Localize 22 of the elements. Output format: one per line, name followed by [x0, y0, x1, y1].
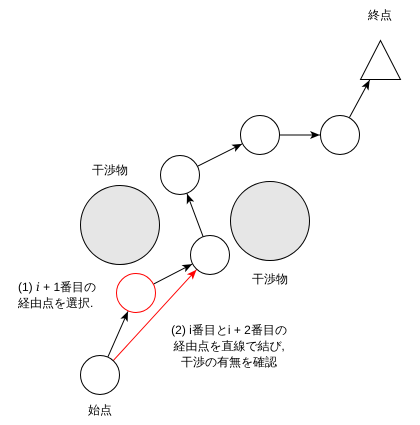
arrow [153, 264, 193, 284]
waypoint-circle [160, 155, 200, 195]
arrow [280, 131, 320, 139]
step-note: (1) i + 1番目の経由点を選択. [18, 279, 98, 311]
obstacle-circle [80, 185, 160, 265]
point-label: 始点 [87, 402, 113, 418]
arrow [108, 310, 128, 358]
obstacle-circle [230, 181, 310, 261]
point-label: 終点 [367, 7, 393, 23]
arrow [349, 80, 370, 118]
arrow [113, 269, 197, 361]
step-note: (2) i番目とi + 2番目の経由点を直線で結び,干渉の有無を確認 [170, 322, 288, 370]
obstacle-label: 干渉物 [251, 271, 289, 287]
arrow [197, 143, 243, 167]
arrow [186, 193, 204, 237]
waypoint-circle [320, 115, 360, 155]
obstacle-label: 干渉物 [91, 162, 129, 178]
goal-triangle [360, 40, 401, 80]
start-point-circle [80, 355, 120, 395]
waypoint-circle [190, 235, 230, 275]
waypoint-circle [240, 115, 280, 155]
selected-waypoint-circle [116, 273, 156, 313]
